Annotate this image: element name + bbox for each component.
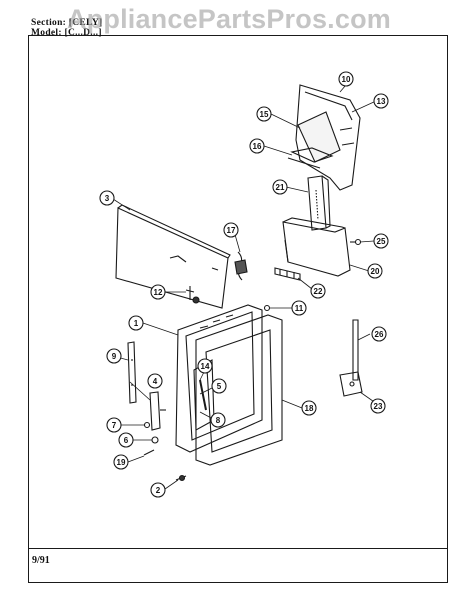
section-label: Section: [CELY]: [31, 18, 103, 28]
callout-19: 19: [113, 454, 129, 470]
svg-text:12: 12: [154, 288, 163, 297]
callout-10: 10: [338, 71, 354, 87]
part-20-housing: [282, 217, 362, 277]
svg-text:11: 11: [295, 304, 304, 313]
svg-text:8: 8: [216, 416, 221, 425]
callout-2: 2: [150, 482, 166, 498]
callout-14: 14: [197, 358, 213, 374]
callout-12: 12: [150, 284, 166, 300]
svg-text:23: 23: [374, 402, 383, 411]
diagram-frame: [28, 35, 448, 583]
svg-text:13: 13: [377, 97, 386, 106]
model-label: Model: [C...D...]: [31, 28, 102, 38]
svg-text:17: 17: [227, 226, 236, 235]
svg-text:18: 18: [305, 404, 314, 413]
svg-text:10: 10: [342, 75, 351, 84]
part-21-bracket: [307, 175, 331, 231]
part-17-switch: [234, 251, 248, 281]
part-12-screw: [185, 286, 200, 304]
callout-1: 1: [128, 315, 144, 331]
callout-22: 22: [310, 283, 326, 299]
upper-bracket-assembly: [287, 84, 361, 191]
svg-text:7: 7: [112, 421, 117, 430]
svg-text:5: 5: [217, 382, 222, 391]
callout-5: 5: [211, 378, 227, 394]
svg-text:1: 1: [134, 319, 139, 328]
callout-18: 18: [301, 400, 317, 416]
callout-3: 3: [99, 190, 115, 206]
svg-text:22: 22: [314, 287, 323, 296]
svg-text:19: 19: [117, 458, 126, 467]
svg-text:16: 16: [253, 142, 262, 151]
svg-text:4: 4: [153, 377, 158, 386]
callout-7: 7: [106, 417, 122, 433]
svg-text:14: 14: [201, 362, 210, 371]
callout-15: 15: [256, 106, 272, 122]
svg-text:21: 21: [276, 183, 285, 192]
part-11-ring: [263, 304, 271, 312]
callout-16: 16: [249, 138, 265, 154]
part-2-screw: [175, 474, 187, 482]
part-26-rod: [352, 319, 359, 381]
leader-lines: [112, 78, 381, 490]
small-hardware: [143, 421, 159, 456]
svg-text:3: 3: [105, 194, 110, 203]
callout-6: 6: [118, 432, 134, 448]
part-22-terminal: [274, 267, 301, 281]
callout-25: 23: [370, 398, 386, 414]
callout-4: 4: [147, 373, 163, 389]
svg-text:25: 25: [377, 237, 386, 246]
callout-17: 17: [223, 222, 239, 238]
svg-text:2: 2: [156, 486, 161, 495]
part-18-door-glass: [195, 314, 283, 466]
revision-date: 9/91: [32, 555, 50, 566]
part-4-latch: [149, 391, 166, 431]
callout-20: 20: [367, 263, 383, 279]
callout-26: 26: [371, 326, 387, 342]
watermark: AppliancePartsPros.com: [66, 4, 391, 34]
part-9-strip: [127, 341, 137, 404]
footer-divider: [28, 548, 448, 549]
svg-text:15: 15: [260, 110, 269, 119]
part-3-panel: [115, 204, 231, 309]
callout-8: 8: [210, 412, 226, 428]
callout-13: 13: [373, 93, 389, 109]
callout-9: 9: [106, 348, 122, 364]
svg-text:26: 26: [375, 330, 384, 339]
callout-21: 21: [272, 179, 288, 195]
callout-23: 25: [373, 233, 389, 249]
callout-11: 11: [291, 300, 307, 316]
part-25-bracket: [339, 371, 363, 397]
svg-text:20: 20: [371, 267, 380, 276]
svg-text:6: 6: [124, 436, 129, 445]
svg-text:9: 9: [112, 352, 117, 361]
